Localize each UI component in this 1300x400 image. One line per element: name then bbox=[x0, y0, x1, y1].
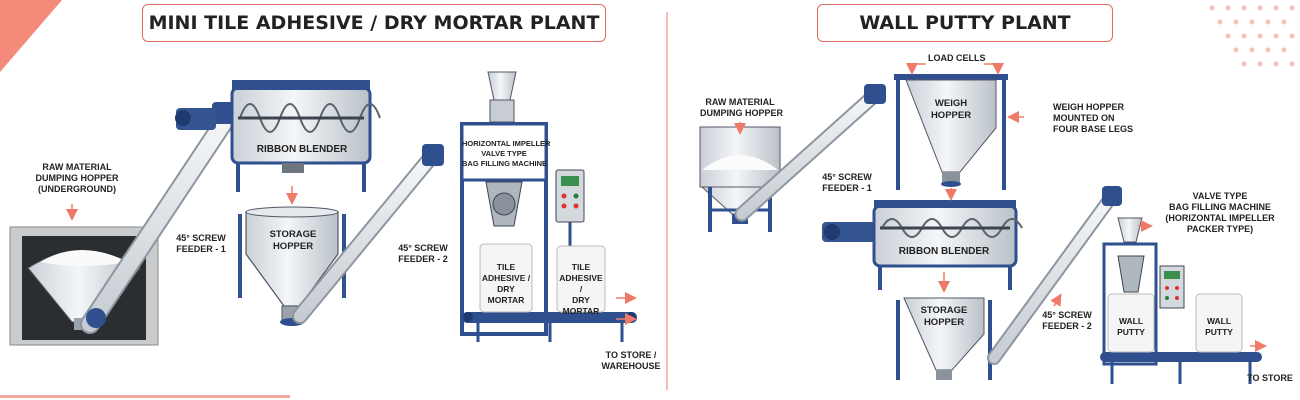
left-screw-feeder-1 bbox=[80, 102, 238, 334]
left-screw-feeder-2 bbox=[292, 144, 444, 324]
right-screw-feeder-2 bbox=[987, 186, 1122, 365]
left-store-label: TO STORE /WAREHOUSE bbox=[601, 350, 661, 371]
bottom-accent-bar bbox=[0, 395, 290, 398]
left-flow-arrows bbox=[66, 186, 637, 325]
right-store-label: TO STORE bbox=[1247, 373, 1293, 383]
left-storage-hopper bbox=[238, 206, 346, 326]
right-flow-arrows bbox=[734, 63, 1267, 352]
right-ribbon-blender bbox=[822, 200, 1023, 290]
right-ribbon-blender-label: RIBBON BLENDER bbox=[898, 246, 990, 257]
left-conveyor bbox=[462, 312, 637, 342]
right-conveyor bbox=[1100, 352, 1262, 384]
left-ribbon-blender bbox=[230, 80, 381, 192]
left-plant-title: MINI TILE ADHESIVE / DRY MORTAR PLANT bbox=[142, 4, 606, 42]
right-bag-1-shape bbox=[1107, 293, 1155, 353]
right-screw-feeder-1 bbox=[734, 84, 886, 222]
corner-triangle bbox=[0, 0, 62, 72]
right-bag-2-shape bbox=[1195, 293, 1243, 353]
right-weigh-hopper bbox=[894, 74, 1008, 190]
right-load-cells-label: LOAD CELLS bbox=[928, 53, 986, 63]
right-storage-hopper bbox=[896, 297, 992, 380]
left-ribbon-blender-label: RIBBON BLENDER bbox=[256, 144, 348, 155]
right-bag-filling-machine bbox=[1102, 217, 1185, 366]
left-bag-2-shape bbox=[556, 245, 606, 313]
right-plant-title: WALL PUTTY PLANT bbox=[817, 4, 1113, 42]
left-bag-filling-machine bbox=[460, 71, 585, 336]
left-bag-1-shape bbox=[479, 243, 533, 313]
dot-pattern bbox=[1209, 5, 1295, 67]
